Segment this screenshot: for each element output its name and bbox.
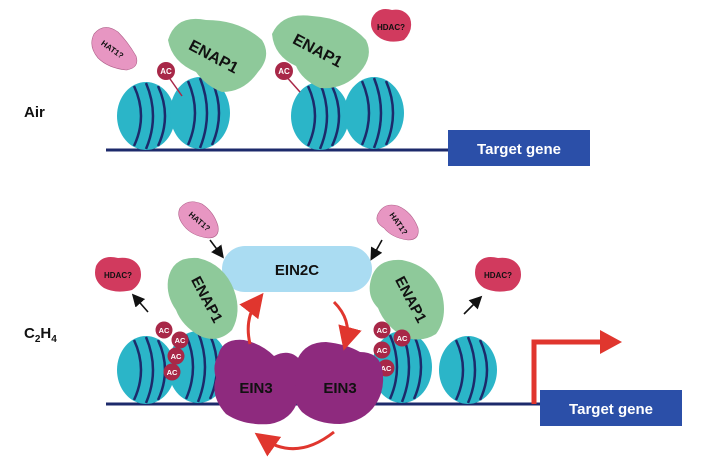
hdac-enzyme bbox=[371, 9, 412, 42]
cycle-arrow bbox=[254, 430, 335, 457]
nucleosome bbox=[117, 336, 175, 404]
arrow-head bbox=[600, 330, 622, 354]
acetyl-mark bbox=[275, 62, 293, 80]
hat1-enzyme bbox=[178, 201, 219, 239]
hdac-label: HDAC? bbox=[484, 271, 512, 280]
ein2c-label: EIN2C bbox=[275, 262, 319, 279]
nucleosome bbox=[439, 336, 497, 404]
acetyl-marks-left: AC AC AC AC bbox=[155, 321, 189, 381]
acetyl-mark bbox=[157, 62, 175, 80]
cycle-arrow bbox=[239, 292, 264, 345]
target-gene-label: Target gene bbox=[569, 401, 653, 418]
svg-text:AC: AC bbox=[159, 326, 170, 335]
ein3-protein bbox=[294, 342, 384, 424]
enap1-protein bbox=[168, 18, 267, 92]
svg-text:AC: AC bbox=[175, 336, 186, 345]
nucleosome bbox=[344, 77, 404, 149]
acetyl-label: AC bbox=[278, 67, 290, 76]
ein3-protein bbox=[214, 339, 303, 425]
svg-text:AC: AC bbox=[377, 346, 388, 355]
target-gene-box bbox=[540, 390, 682, 426]
enap1-protein bbox=[167, 257, 238, 339]
ein3-label: EIN3 bbox=[239, 380, 272, 397]
svg-text:AC: AC bbox=[167, 368, 178, 377]
hdac-label: HDAC? bbox=[104, 271, 132, 280]
nucleosome bbox=[291, 82, 349, 150]
hdac-label: HDAC? bbox=[377, 23, 405, 32]
ethylene-panel: C2H4 EIN2C bbox=[24, 201, 682, 457]
svg-text:AC: AC bbox=[377, 326, 388, 335]
transcription-arrow bbox=[531, 339, 604, 404]
svg-text:AC: AC bbox=[397, 334, 408, 343]
acetyl-label: AC bbox=[160, 67, 172, 76]
cycle-arrow bbox=[332, 300, 362, 351]
ein3-label: EIN3 bbox=[323, 380, 356, 397]
arrow bbox=[209, 239, 224, 259]
arrow bbox=[463, 295, 483, 315]
ein2c-protein bbox=[222, 246, 372, 292]
target-gene-box bbox=[448, 130, 590, 166]
nucleosome bbox=[170, 77, 230, 149]
nucleosome bbox=[117, 82, 175, 150]
arrow bbox=[370, 239, 383, 261]
target-gene-label: Target gene bbox=[477, 141, 561, 158]
air-panel: Air bbox=[24, 9, 590, 166]
air-label: Air bbox=[24, 104, 45, 121]
arrow bbox=[131, 293, 149, 313]
hat1-enzyme bbox=[376, 204, 419, 241]
hat1-enzyme bbox=[91, 27, 138, 71]
ethylene-label: C2H4 bbox=[24, 325, 57, 345]
enap1-protein bbox=[369, 259, 444, 340]
hdac-enzyme bbox=[95, 257, 141, 292]
hdac-enzyme bbox=[475, 257, 521, 292]
svg-text:AC: AC bbox=[381, 364, 392, 373]
enap1-protein bbox=[272, 15, 369, 89]
svg-text:AC: AC bbox=[171, 352, 182, 361]
